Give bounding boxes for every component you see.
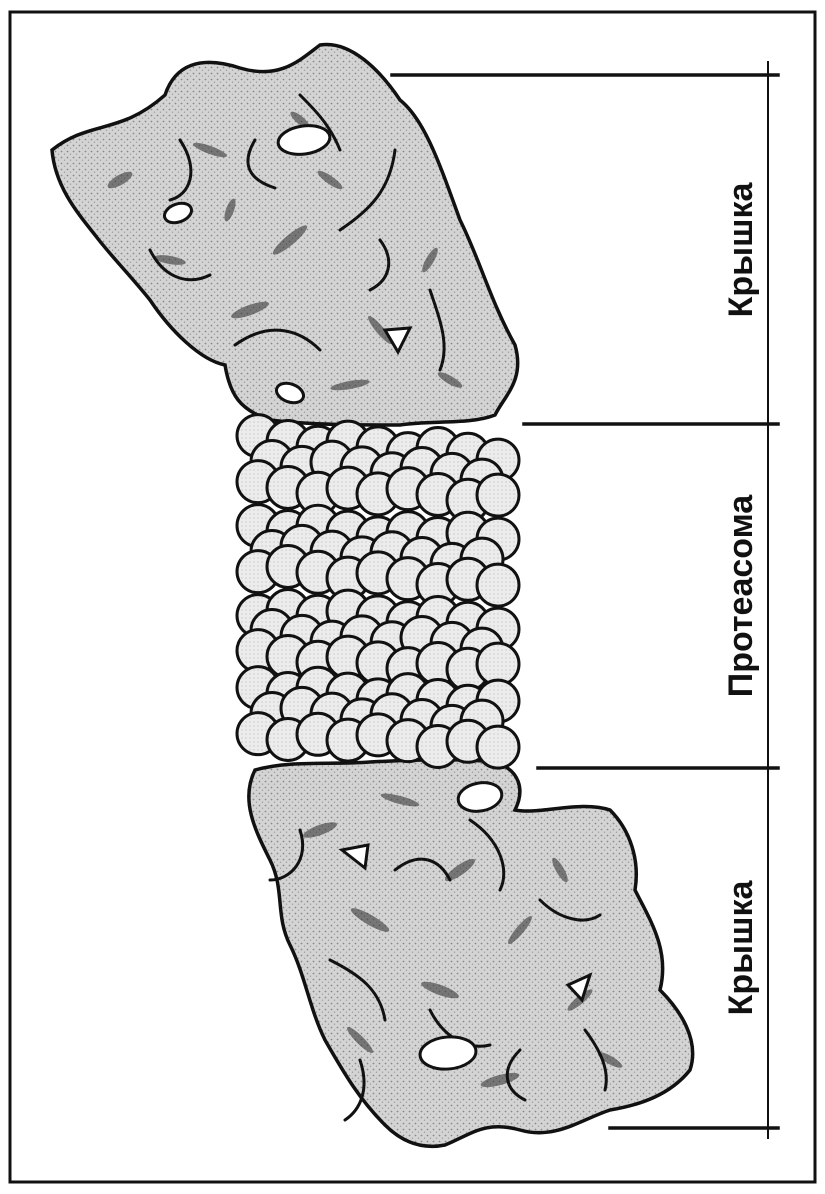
proteasome-core — [237, 415, 519, 768]
top-cap-body — [52, 44, 518, 425]
core-subunit-sphere — [477, 726, 519, 768]
core-subunit-sphere — [477, 474, 519, 516]
bottom-cap — [249, 760, 693, 1147]
core-subunit-sphere — [477, 564, 519, 606]
bottom-cap-body — [249, 760, 693, 1147]
label-core: Протеасома — [722, 494, 760, 698]
label-top-cap: Крышка — [722, 182, 760, 318]
top-cap — [52, 44, 518, 425]
label-bottom-cap: Крышка — [722, 880, 760, 1016]
